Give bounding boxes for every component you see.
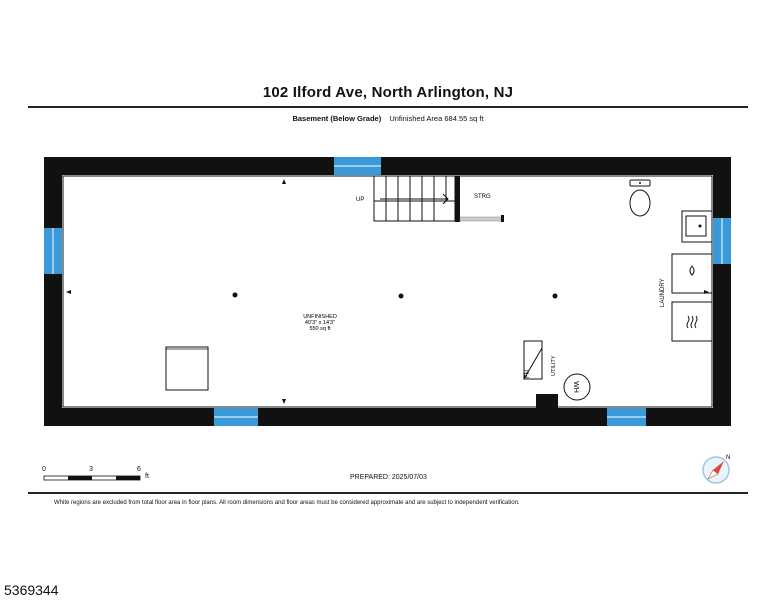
windows xyxy=(44,157,731,426)
listing-id: 5369344 xyxy=(4,582,59,598)
floor-area-summary: Unfinished Area 684.55 sq ft xyxy=(389,114,484,123)
room-dimensions: 40'3" x 14'3" xyxy=(305,320,335,326)
scale-bar xyxy=(43,475,141,481)
footer-divider xyxy=(28,492,748,494)
scale-label-3: 3 xyxy=(89,466,93,473)
compass-icon xyxy=(702,456,730,484)
water-heater-icon xyxy=(563,373,591,401)
scale-unit: ft xyxy=(145,473,149,480)
appliance-box xyxy=(165,346,209,391)
main-room-label: UNFINISHED 40'3" x 14'3" 550 sq ft xyxy=(303,314,337,332)
dryer-icon xyxy=(671,301,713,342)
water-heater-label: WH xyxy=(572,381,579,393)
storage-door xyxy=(459,216,503,222)
main-floor-area xyxy=(62,175,713,408)
scale-label-6: 6 xyxy=(137,466,141,473)
floor-summary: Basement (Below Grade) Unfinished Area 6… xyxy=(0,114,776,123)
property-address-title: 102 Ilford Ave, North Arlington, NJ xyxy=(262,84,514,101)
sink-icon xyxy=(681,210,713,243)
laundry-label: LAUNDRY xyxy=(660,278,666,307)
dimension-markers xyxy=(66,179,709,404)
support-post xyxy=(232,292,238,298)
toilet-icon xyxy=(629,179,651,217)
storage-label: STRG xyxy=(474,194,491,200)
prepared-date: PREPARED: 2025/07/03 xyxy=(350,474,427,481)
furnace-label: FN xyxy=(525,370,531,378)
title-divider xyxy=(28,106,748,108)
scale-label-0: 0 xyxy=(42,466,46,473)
support-post xyxy=(398,293,404,299)
support-post xyxy=(552,293,558,299)
furnace-icon xyxy=(523,340,543,380)
floor-level-label: Basement (Below Grade) xyxy=(292,114,382,123)
utility-label: UTILITY xyxy=(551,355,557,376)
room-name: UNFINISHED xyxy=(303,314,337,320)
disclaimer-text: White regions are excluded from total fl… xyxy=(54,500,520,506)
chimney-block xyxy=(536,394,558,410)
washer-icon xyxy=(671,253,713,294)
stairs-label: UP xyxy=(356,197,364,203)
storage-wall xyxy=(455,176,460,222)
compass-north-label: N xyxy=(726,455,730,461)
room-area: 550 sq ft xyxy=(309,326,331,332)
